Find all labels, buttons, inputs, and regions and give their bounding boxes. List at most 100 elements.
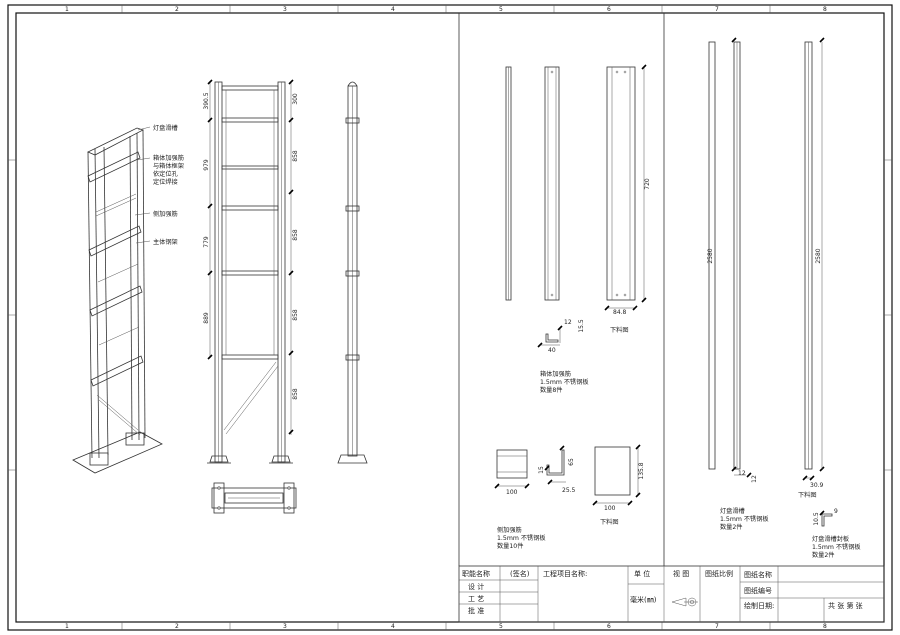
scale-label: 图纸比例	[705, 569, 733, 578]
title-block	[458, 565, 885, 623]
project-name-label: 工程项目名称:	[543, 569, 587, 578]
unit-label: 单 位	[634, 569, 650, 578]
part-quantity: 数量2件	[720, 523, 743, 531]
dim-text: 84.8	[613, 309, 627, 316]
dim-text: 858	[292, 309, 299, 321]
part-name: 灯盘滑槽	[720, 507, 745, 515]
dim-text: 2580	[707, 248, 714, 263]
part-material: 1.5mm 不锈钢板	[497, 534, 546, 542]
blank-caption: 下料图	[610, 326, 629, 334]
dim-text: 779	[203, 236, 210, 248]
label-box-reinforcement: 箱体加强筋	[153, 154, 184, 162]
dim-text: 2580	[815, 248, 822, 263]
dim-text: 12	[738, 470, 746, 477]
dim-text: 15.5	[578, 319, 585, 333]
zone-num: 1	[65, 6, 69, 13]
zone-num: 5	[499, 623, 503, 630]
zone-num: 3	[283, 623, 287, 630]
approve-label: 批 准	[468, 606, 484, 615]
label-box-reinforcement-line3: 依定位孔	[153, 170, 178, 178]
dim-text: 12	[751, 475, 758, 483]
zone-num: 6	[607, 6, 611, 13]
part-material: 1.5mm 不锈钢板	[812, 543, 861, 551]
dim-text: 889	[203, 312, 210, 324]
dim-text: 12	[564, 319, 572, 326]
dim-text: 65	[568, 458, 575, 466]
zone-num: 5	[499, 6, 503, 13]
label-box-reinforcement-line4: 定位焊接	[153, 178, 178, 186]
dim-text: 390.5	[203, 92, 210, 109]
dim-text: 10.5	[813, 512, 820, 526]
dim-text: 40	[548, 347, 556, 354]
dim-text: 30.9	[810, 482, 824, 489]
part-quantity: 数量2件	[812, 551, 835, 559]
isometric-callouts: 灯盘滑槽 箱体加强筋 与箱体框架 依定位孔 定位焊接 侧加强筋 主体钢架	[134, 124, 184, 246]
part-name: 灯盘滑槽封板	[812, 535, 849, 543]
process-label: 工 艺	[468, 595, 484, 603]
dim-text: 100	[506, 489, 518, 496]
zone-num: 6	[607, 623, 611, 630]
dim-text: 9	[834, 508, 838, 515]
design-label: 设 计	[468, 582, 484, 591]
sheet-count: 共 张 第 张	[828, 601, 863, 610]
side-rib-views	[494, 444, 641, 506]
drawing-no-label: 图纸编号	[744, 586, 772, 595]
part-name: 箱体加强筋	[540, 370, 571, 378]
part-material: 1.5mm 不锈钢板	[720, 515, 769, 523]
dim-text: 25.5	[562, 487, 576, 494]
dim-text: 300	[292, 93, 299, 105]
zone-num: 7	[715, 6, 719, 13]
dim-text: 15	[538, 466, 545, 474]
label-main-steel-frame: 主体钢架	[153, 238, 178, 246]
zone-num: 8	[823, 623, 827, 630]
dim-text: 135.8	[638, 462, 645, 479]
label-box-reinforcement-line2: 与箱体框架	[153, 162, 184, 170]
side-elevation-view	[337, 81, 368, 464]
projection-symbol-icon	[671, 597, 698, 607]
blank-caption: 下料图	[600, 518, 619, 526]
part-name: 侧加强筋	[497, 526, 522, 534]
label-light-tray-rail: 灯盘滑槽	[153, 124, 178, 132]
cover-labels: 2580 30.9 下料图 10.5 9 灯盘滑槽封板 1.5mm 不锈钢板 数…	[798, 248, 861, 559]
dim-text: 979	[203, 159, 210, 171]
box-rib-labels: 720 84.8 12 15.5 40 下料图 箱体加强筋 1.5mm 不锈钢板…	[540, 178, 651, 394]
zone-num: 2	[175, 623, 179, 630]
role-header: 职能名称	[462, 569, 490, 578]
zone-num: 2	[175, 6, 179, 13]
zone-num: 4	[391, 623, 395, 630]
dim-text: 720	[644, 178, 651, 190]
rail-labels: 2580 12 12 灯盘滑槽 1.5mm 不锈钢板 数量2件	[707, 248, 769, 531]
front-elevation-view	[207, 79, 294, 464]
dim-text: 858	[292, 150, 299, 162]
drawing-name-label: 图纸名称	[744, 570, 772, 579]
side-rib-labels: 100 15 65 25.5 135.8 100 下料图 侧加强筋 1.5mm …	[497, 458, 645, 550]
zone-num: 7	[715, 623, 719, 630]
part-quantity: 数量10件	[497, 542, 523, 550]
top-zone-numbers: 1 2 3 4 5 6 7 8	[65, 6, 827, 13]
bottom-zone-numbers: 1 2 3 4 5 6 7 8	[65, 623, 827, 630]
dim-text: 858	[292, 388, 299, 400]
isometric-frame-view	[72, 127, 163, 474]
rail-views	[708, 37, 752, 478]
cover-views	[802, 37, 833, 527]
zone-num: 1	[65, 623, 69, 630]
zone-num: 3	[283, 6, 287, 13]
dim-text: 858	[292, 229, 299, 241]
drawing-border: 1 2 3 4 5 6 7 8 1 2 3 4 5 6 7 8	[7, 4, 893, 631]
box-rib-views	[505, 64, 647, 348]
dim-text: 100	[604, 505, 616, 512]
draw-date-label: 绘制日期:	[744, 601, 774, 610]
part-material: 1.5mm 不锈钢板	[540, 378, 589, 386]
unit-value: 毫米(㎜)	[630, 595, 657, 604]
zone-num: 8	[823, 6, 827, 13]
view-label: 视 图	[673, 569, 689, 578]
zone-num: 4	[391, 6, 395, 13]
front-right-dimensions: 300 858 858 858 858	[292, 93, 299, 400]
label-side-reinforcement: 侧加强筋	[153, 210, 178, 218]
plan-view	[211, 482, 297, 514]
front-left-dimensions: 390.5 979 779 889	[203, 92, 210, 323]
sign-header: (签名)	[510, 569, 530, 578]
part-quantity: 数量8件	[540, 386, 563, 394]
blank-caption: 下料图	[798, 491, 817, 499]
